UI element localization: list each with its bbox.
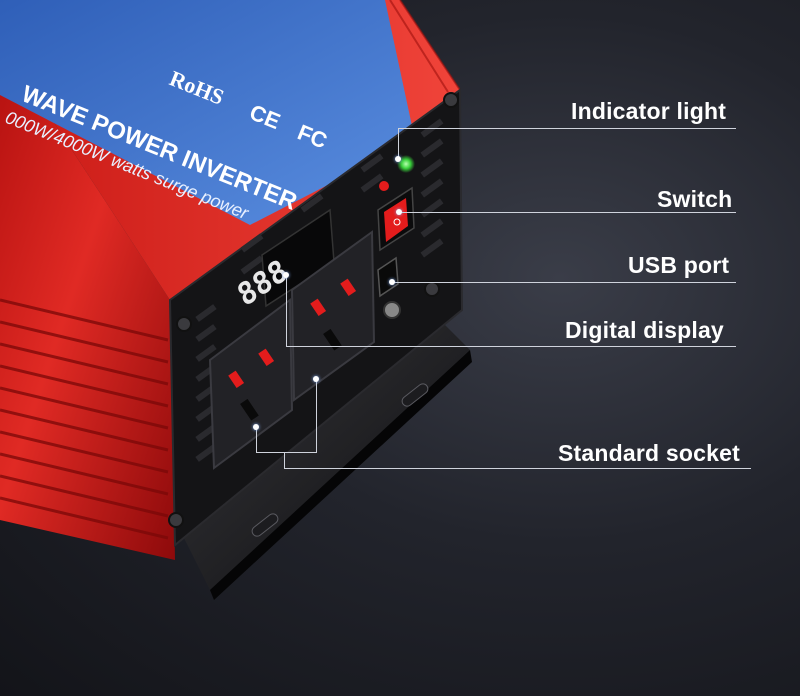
ac-socket-left	[208, 298, 294, 470]
leader-line	[392, 282, 736, 283]
ac-socket-right	[290, 230, 376, 402]
cooling-fins	[0, 298, 169, 540]
power-icon	[393, 218, 401, 226]
pointer-dot	[395, 156, 401, 162]
screw-icon	[168, 512, 184, 528]
power-switch[interactable]	[377, 186, 415, 252]
leader-line	[284, 468, 751, 469]
terminal-post	[383, 301, 401, 319]
leader-line	[398, 128, 399, 160]
screw-icon	[443, 92, 459, 108]
usb-port[interactable]	[377, 256, 399, 298]
callout-switch: Switch	[657, 186, 733, 212]
leader-line	[256, 428, 257, 452]
leader-line	[286, 276, 287, 346]
pointer-dot	[396, 209, 402, 215]
front-panel: 888	[168, 88, 464, 548]
pointer-dot	[253, 424, 259, 430]
indicator-led-green	[397, 155, 415, 173]
callout-usb-port: USB port	[628, 252, 730, 278]
pointer-dot	[283, 272, 289, 278]
indicator-led-red	[379, 181, 389, 191]
pointer-dot	[389, 279, 395, 285]
leader-line	[398, 128, 736, 129]
screw-icon	[424, 281, 440, 297]
digital-display: 888	[232, 208, 335, 314]
callout-standard-socket: Standard socket	[558, 440, 740, 466]
screw-icon	[176, 316, 192, 332]
leader-line	[316, 380, 317, 452]
leader-line	[286, 346, 736, 347]
leader-line	[284, 452, 285, 468]
callout-indicator-light: Indicator light	[571, 98, 727, 124]
mounting-bracket	[150, 300, 472, 600]
leader-line	[399, 212, 736, 213]
leader-line	[256, 452, 317, 453]
callout-digital-display: Digital display	[565, 317, 724, 343]
pointer-dot	[313, 376, 319, 382]
